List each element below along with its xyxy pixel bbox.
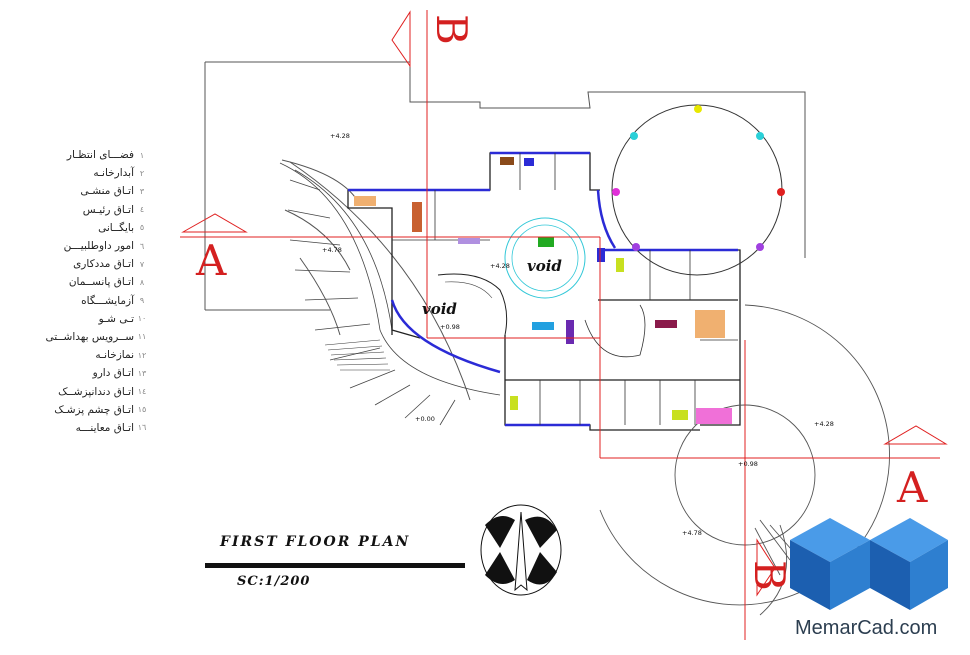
- title-rule: [205, 563, 465, 568]
- legend-item-number: ١: [139, 150, 145, 160]
- legend-item-label: اتـاق معاینـــه: [75, 421, 134, 434]
- legend-item: ٤ اتـاق رئیـس: [30, 201, 148, 219]
- legend-item-label: امور داوطلبیـــن: [63, 240, 134, 253]
- section-a-right: A: [897, 463, 928, 512]
- legend-item: ٥ بایگــانی: [30, 219, 148, 237]
- section-a-left: A: [196, 236, 227, 285]
- legend-item-number: ٤: [139, 205, 145, 215]
- level-mark: +4.78: [682, 529, 702, 537]
- legend-item: ٦ امور داوطلبیـــن: [30, 237, 148, 255]
- legend-item-number: ٩: [139, 296, 145, 306]
- legend-item-number: ٦: [139, 241, 145, 251]
- legend-item: ٢ آبدارخانـه: [30, 164, 148, 182]
- plan-scale: SC:1/200: [237, 574, 311, 589]
- legend-item-number: ١٥: [137, 405, 147, 415]
- furniture-accents: [354, 157, 732, 424]
- legend-item-label: نمازخانـه: [95, 349, 134, 362]
- section-markers: [181, 10, 948, 597]
- level-mark: +4.28: [814, 420, 834, 428]
- curved-steps-left: [279, 162, 501, 426]
- section-lines: [180, 10, 940, 640]
- section-b-bottom: B: [745, 560, 794, 591]
- legend-item-label: فضـــای انتظـار: [66, 149, 134, 162]
- level-mark: +4.28: [490, 262, 510, 270]
- legend-item-label: اتـاق منشـی: [80, 185, 134, 198]
- legend-item-number: ٢: [139, 168, 145, 178]
- legend-item-number: ٧: [139, 259, 145, 269]
- legend-item-label: ســرویس بهداشــتی: [45, 330, 134, 343]
- legend-item: ٣ اتـاق منشـی: [30, 182, 148, 200]
- legend-item-label: آزمایشـــگاه: [81, 294, 134, 307]
- legend-item: ٩ آزمایشـــگاه: [30, 292, 148, 310]
- legend-item: ٨ اتـاق پانســمان: [30, 273, 148, 291]
- room-legend: ١ فضـــای انتظـار ٢ آبدارخانـه ٣ اتـاق منشـی ٤…: [30, 146, 148, 437]
- level-mark: +4.78: [322, 246, 342, 254]
- central-void: [437, 217, 586, 336]
- legend-item-number: ١٠: [137, 314, 147, 324]
- blue-walls: [348, 151, 738, 427]
- legend-item-label: اتـاق پانســمان: [68, 276, 134, 289]
- legend-item-label: آبدارخانـه: [93, 167, 134, 180]
- level-mark: +0.98: [738, 460, 758, 468]
- brand-name: MemarCad.com: [795, 617, 938, 639]
- legend-item-label: اتـاق رئیـس: [82, 203, 134, 216]
- level-mark: +0.98: [440, 323, 460, 331]
- legend-item-number: ١٦: [137, 423, 147, 433]
- legend-item-label: اتـاق مددکاری: [73, 258, 134, 271]
- section-b-top: B: [427, 14, 476, 45]
- legend-item-label: اتـاق دندانپزشــک: [58, 385, 134, 398]
- legend-item-label: اتـاق چشم پزشـک: [54, 403, 134, 416]
- void-label-upper: void: [527, 257, 562, 275]
- legend-item: ٧ اتـاق مددکاری: [30, 255, 148, 273]
- interior-partitions: [392, 153, 738, 425]
- legend-item-label: اتـاق دارو: [92, 367, 134, 380]
- legend-item: ١ فضـــای انتظـار: [30, 146, 148, 164]
- legend-item-number: ١٣: [137, 368, 147, 378]
- brand-logo-mark: [790, 518, 948, 610]
- building-walls: [347, 152, 741, 431]
- legend-item-number: ١٤: [137, 387, 147, 397]
- legend-item-number: ٨: [139, 277, 145, 287]
- level-mark: +0.00: [415, 415, 435, 423]
- legend-item-number: ١١: [137, 332, 147, 342]
- round-hall: [611, 104, 785, 276]
- legend-item-label: تـی شـو: [98, 312, 134, 325]
- legend-item-number: ١٢: [137, 350, 147, 360]
- hatched-steps: [324, 339, 390, 371]
- plan-title: FIRST FLOOR PLAN: [220, 534, 411, 550]
- legend-item-label: بایگــانی: [98, 221, 134, 234]
- level-mark: +4.28: [330, 132, 350, 140]
- void-label-lower: void: [422, 300, 457, 318]
- site-outline: [204, 61, 806, 401]
- legend-item-number: ٣: [139, 186, 145, 196]
- legend-item-number: ٥: [139, 223, 145, 233]
- north-arrow: [480, 504, 562, 596]
